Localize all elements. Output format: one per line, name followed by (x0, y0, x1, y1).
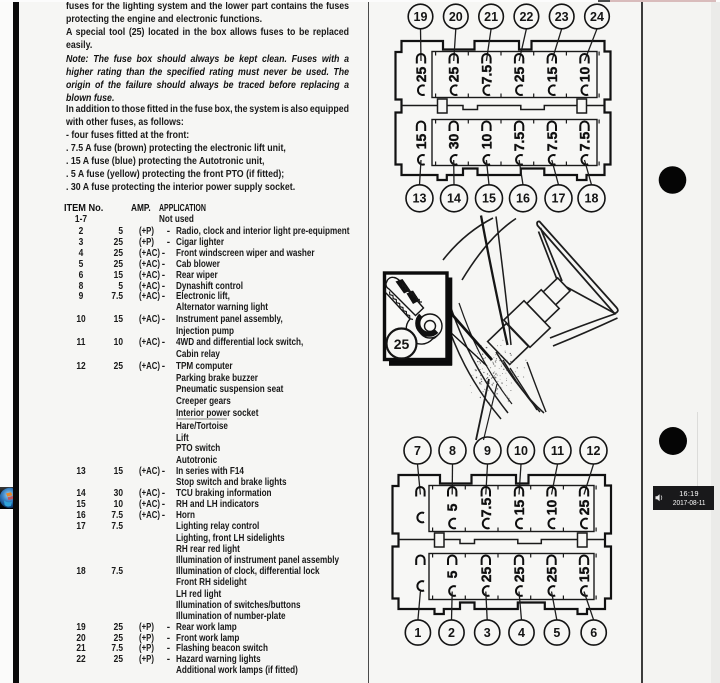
svg-text:10: 10 (577, 67, 593, 83)
svg-text:1: 1 (414, 626, 421, 640)
svg-text:9: 9 (484, 444, 491, 458)
svg-text:5: 5 (444, 570, 460, 578)
svg-text:13: 13 (413, 192, 427, 206)
svg-text:25: 25 (511, 67, 527, 83)
svg-text:19: 19 (414, 10, 428, 24)
svg-text:25: 25 (511, 567, 527, 583)
svg-text:23: 23 (555, 10, 569, 24)
svg-text:21: 21 (484, 10, 498, 24)
svg-text:7.5: 7.5 (577, 132, 593, 152)
svg-text:4: 4 (518, 626, 525, 640)
svg-text:25: 25 (394, 336, 410, 352)
svg-text:25: 25 (413, 67, 429, 83)
svg-text:8: 8 (449, 444, 456, 458)
svg-text:7.5: 7.5 (511, 132, 527, 152)
svg-text:25: 25 (446, 67, 462, 83)
svg-text:2: 2 (448, 626, 455, 640)
svg-text:7.5: 7.5 (478, 65, 494, 85)
svg-text:5: 5 (444, 503, 460, 511)
svg-text:5: 5 (553, 626, 560, 640)
svg-text:11: 11 (551, 444, 564, 458)
svg-text:10: 10 (514, 444, 528, 458)
svg-text:22: 22 (519, 10, 533, 24)
svg-text:25: 25 (576, 500, 592, 516)
svg-text:18: 18 (585, 192, 599, 206)
svg-text:15: 15 (511, 500, 527, 516)
svg-text:15: 15 (482, 192, 496, 206)
svg-text:7.5: 7.5 (478, 498, 494, 518)
svg-text:7: 7 (414, 444, 421, 458)
svg-text:6: 6 (590, 626, 597, 640)
svg-text:12: 12 (587, 444, 601, 458)
svg-text:10: 10 (544, 500, 560, 516)
svg-text:30: 30 (446, 134, 462, 150)
svg-text:24: 24 (590, 10, 604, 24)
svg-text:15: 15 (576, 567, 592, 583)
svg-text:15: 15 (544, 67, 560, 83)
svg-text:25: 25 (544, 567, 560, 583)
svg-text:3: 3 (484, 626, 491, 640)
svg-text:7.5: 7.5 (544, 132, 560, 152)
svg-text:20: 20 (449, 10, 463, 24)
svg-text:16: 16 (516, 192, 530, 206)
svg-text:15: 15 (413, 134, 429, 150)
svg-text:10: 10 (478, 134, 494, 150)
svg-text:25: 25 (478, 567, 494, 583)
svg-text:17: 17 (552, 192, 566, 206)
svg-text:14: 14 (447, 192, 461, 206)
